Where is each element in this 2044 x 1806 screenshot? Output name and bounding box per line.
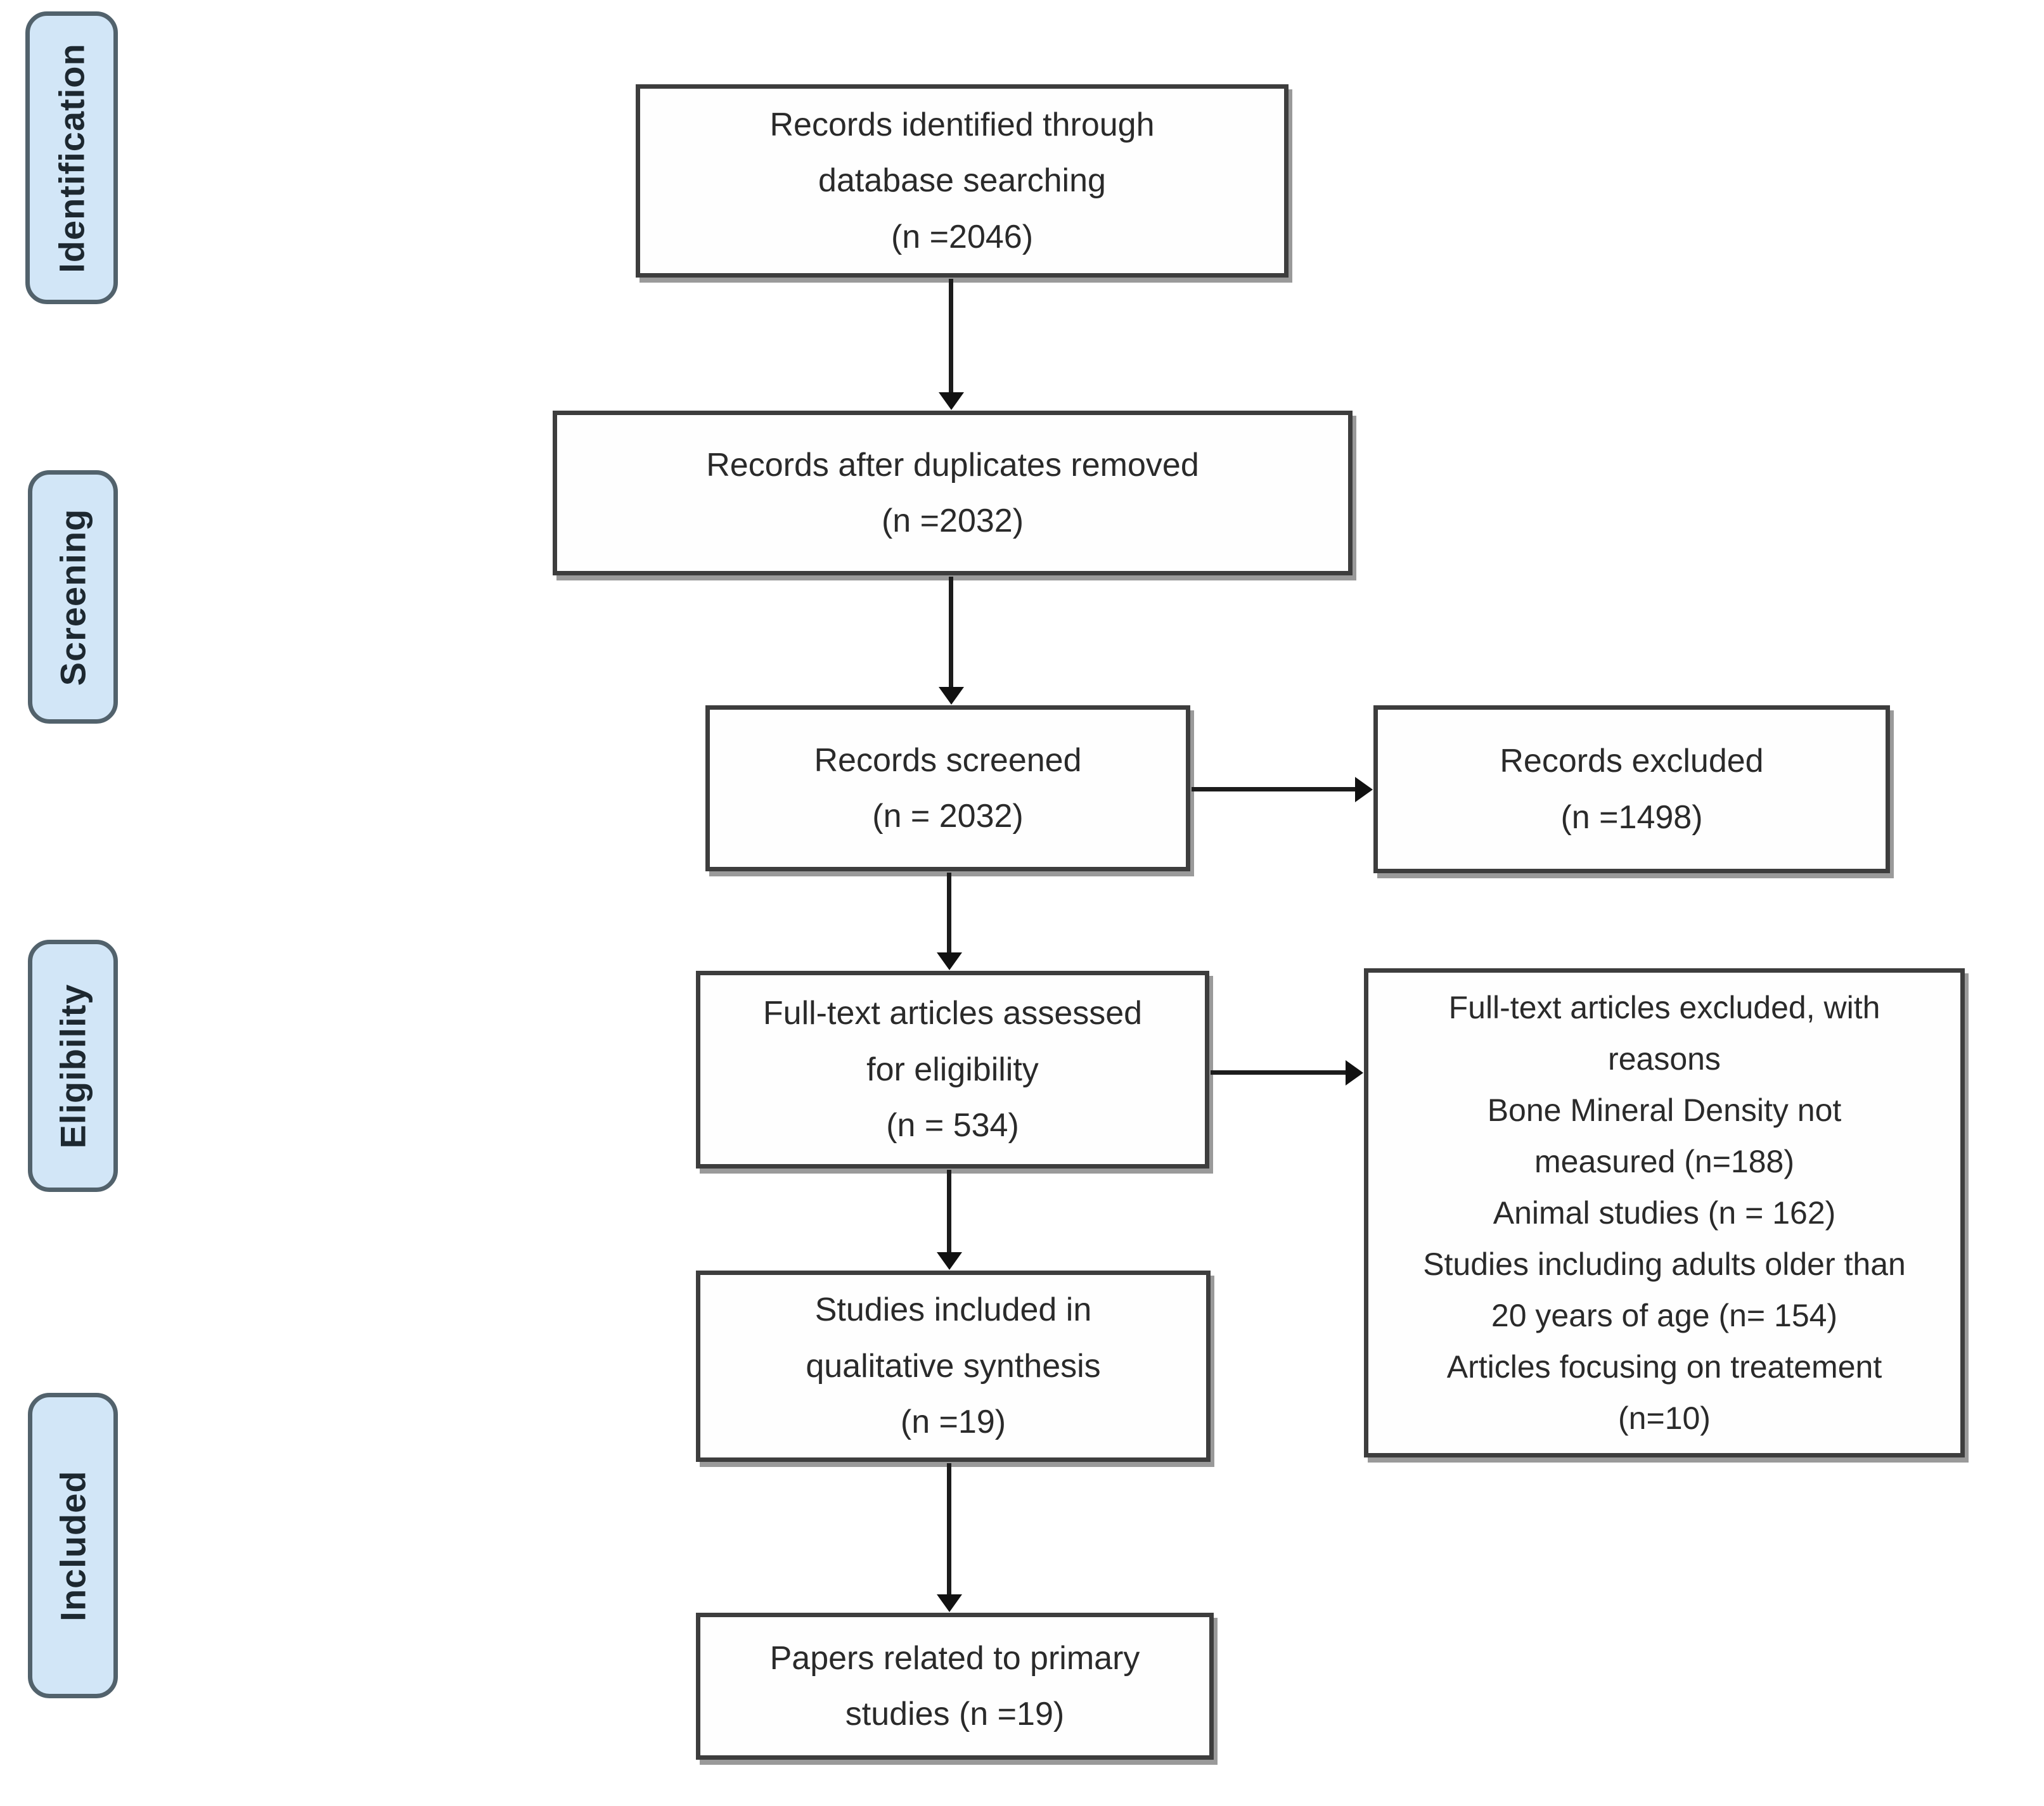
stage-eligibility-label: Eligibility xyxy=(53,983,93,1148)
arrow-fulltext-to-qualitative xyxy=(947,1170,951,1253)
box-after-duplicates: Records after duplicates removed (n =203… xyxy=(553,411,1353,575)
box-records-screened-text: Records screened (n = 2032) xyxy=(814,741,1082,835)
box-records-identified: Records identified through database sear… xyxy=(636,84,1289,278)
box-records-excluded-text: Records excluded (n =1498) xyxy=(1500,743,1764,836)
arrow-screened-to-excluded xyxy=(1192,787,1356,791)
stage-screening: Screening xyxy=(28,470,118,724)
box-fulltext-assessed: Full-text articles assessed for eligibil… xyxy=(696,971,1209,1169)
arrow-fulltext-to-excluded xyxy=(1211,1070,1346,1075)
stage-included-label: Included xyxy=(53,1470,93,1622)
arrow-qualitative-to-papers xyxy=(947,1463,951,1595)
arrow-screened-to-fulltext xyxy=(947,873,951,953)
stage-identification-label: Identification xyxy=(51,42,92,273)
arrow-identified-to-duplicates xyxy=(949,279,953,393)
box-records-excluded: Records excluded (n =1498) xyxy=(1373,705,1890,873)
stage-identification: Identification xyxy=(25,11,118,304)
box-fulltext-excluded: Full-text articles excluded, with reason… xyxy=(1364,968,1965,1457)
box-qualitative-synthesis: Studies included in qualitative synthesi… xyxy=(696,1271,1211,1462)
box-primary-papers-text: Papers related to primary studies (n =19… xyxy=(769,1639,1140,1732)
stage-eligibility: Eligibility xyxy=(28,940,118,1192)
box-fulltext-assessed-text: Full-text articles assessed for eligibil… xyxy=(762,995,1143,1144)
arrow-duplicates-to-screened xyxy=(949,577,953,688)
box-records-identified-text: Records identified through database sear… xyxy=(769,106,1155,255)
box-qualitative-synthesis-text: Studies included in qualitative synthesi… xyxy=(806,1291,1101,1441)
stage-screening-label: Screening xyxy=(53,508,93,686)
box-after-duplicates-text: Records after duplicates removed (n =203… xyxy=(706,446,1199,539)
box-records-screened: Records screened (n = 2032) xyxy=(705,705,1190,871)
stage-included: Included xyxy=(28,1393,118,1698)
box-fulltext-excluded-text: Full-text articles excluded, with reason… xyxy=(1423,989,1906,1436)
box-primary-papers: Papers related to primary studies (n =19… xyxy=(696,1613,1214,1760)
